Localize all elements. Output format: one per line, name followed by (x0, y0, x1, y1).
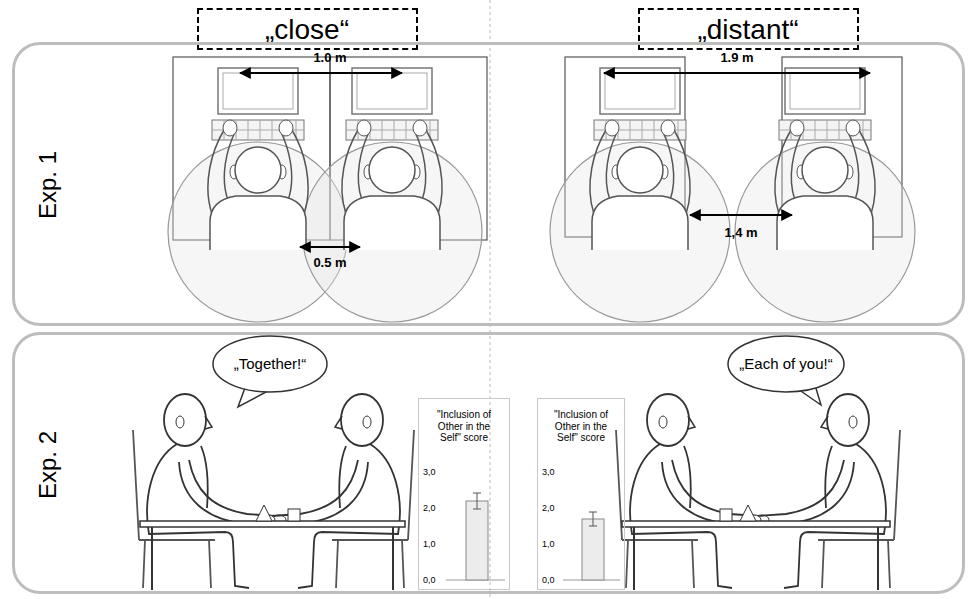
chart-title: "Inclusion of Other in the Self" score (433, 409, 495, 444)
person-top-view (775, 68, 875, 250)
axis-tick: 3,0 (542, 466, 566, 478)
block-object (256, 505, 272, 521)
dimension-arrow (240, 72, 402, 74)
experiment-panel: Exp. 1 (12, 42, 965, 326)
speech-bubble: „Each of you!“ (727, 335, 845, 393)
axis-tick: 2,0 (542, 502, 566, 514)
bubble-ellipse (728, 336, 844, 392)
table (622, 521, 890, 527)
speech-text: „Together!“ (212, 335, 328, 393)
person-side-view (616, 394, 769, 588)
error-bar (589, 512, 597, 526)
bar (466, 501, 488, 580)
dimension-label: 1.9 m (720, 50, 753, 65)
block-object (288, 509, 300, 521)
axis-tick: 3,0 (423, 466, 447, 478)
person-top-view (208, 68, 308, 250)
dimension-arrow (604, 72, 870, 74)
chart-title: "Inclusion of Other in the Self" score (550, 409, 612, 444)
speech-bubble: „Together!“ (212, 335, 328, 393)
bar-chart-box: "Inclusion of Other in the Self" score 3,… (418, 398, 510, 590)
bubble-ellipse (213, 336, 327, 392)
axis-tick: 1,0 (542, 538, 566, 550)
experiment-panel: Exp. 2 „Together!“ "Inclusion of Other in … (12, 332, 965, 594)
dimension-arrow (690, 214, 792, 216)
person-top-view (342, 68, 442, 250)
axis-tick: 2,0 (423, 502, 447, 514)
axis-tick: 0,0 (423, 574, 447, 586)
dimension-label: 0.5 m (313, 255, 346, 270)
table-leg (634, 527, 878, 590)
bar-chart-box: "Inclusion of Other in the Self" score 3,… (537, 398, 625, 590)
block-object (740, 505, 756, 521)
speech-text: „Each of you!“ (727, 335, 845, 393)
error-bar (473, 493, 481, 509)
divider-line (490, 0, 491, 599)
person-side-view (261, 394, 414, 588)
bar (582, 519, 604, 580)
block-object (720, 509, 732, 521)
dimension-label: 1.0 m (313, 50, 346, 65)
experiment-label: Exp. 1 (33, 125, 63, 245)
table-leg (152, 527, 393, 590)
axis-tick: 1,0 (423, 538, 447, 550)
axis-tick: 0,0 (542, 574, 566, 586)
person-top-view (590, 68, 690, 250)
person-side-view (133, 394, 286, 588)
experiment-label: Exp. 2 (33, 405, 63, 525)
dimension-label: 1,4 m (724, 225, 757, 240)
table (140, 521, 405, 527)
dimension-arrow (300, 246, 360, 248)
